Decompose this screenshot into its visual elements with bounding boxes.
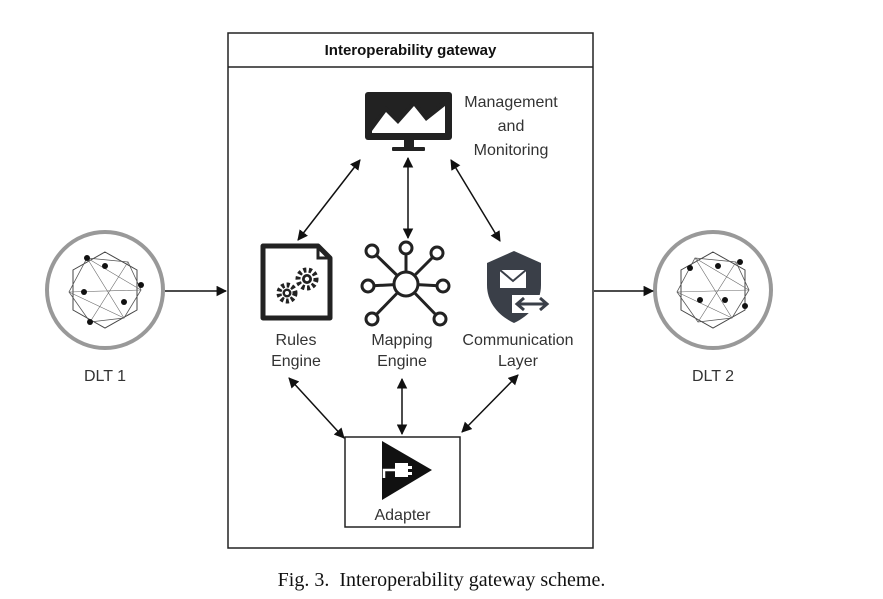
communication-shield-icon — [487, 251, 552, 323]
rules-engine-label: Rules Engine — [248, 330, 344, 372]
rules-engine-label-line-1: Rules — [275, 332, 317, 349]
rules-engine-icon — [260, 243, 333, 321]
mapping-engine-label-line-1: Mapping — [371, 332, 433, 349]
management-label-line-1: Management — [464, 94, 558, 111]
gateway-frame — [227, 32, 594, 549]
dlt1-network-icon — [45, 230, 165, 350]
management-label: Management and Monitoring — [452, 92, 570, 161]
dlt2-network-icon — [653, 230, 773, 350]
communication-layer-label-line-1: Communication — [462, 332, 574, 349]
dlt2-label: DLT 2 — [691, 368, 735, 385]
rules-adapter-arrow — [288, 377, 345, 439]
management-label-line-3: Monitoring — [473, 142, 549, 159]
mapping-engine-label: Mapping Engine — [352, 330, 452, 372]
mapping-engine-label-line-2: Engine — [377, 353, 427, 370]
management-label-line-2: and — [497, 118, 525, 135]
adapter-label: Adapter — [374, 507, 431, 524]
communication-management-arrow — [450, 159, 501, 242]
figure-caption: Fig. 3. Interoperability gateway scheme. — [277, 569, 606, 591]
monitor-icon — [365, 92, 452, 151]
gateway-title: Interoperability gateway — [324, 41, 497, 59]
communication-adapter-arrow — [461, 374, 519, 433]
communication-layer-label: Communication Layer — [452, 330, 584, 372]
mapping-engine-icon — [360, 240, 451, 327]
dlt1-label: DLT 1 — [83, 368, 127, 385]
rules-management-arrow — [297, 159, 361, 241]
adapter-plug-icon — [382, 441, 432, 500]
rules-engine-label-line-2: Engine — [271, 353, 321, 370]
communication-layer-label-line-2: Layer — [497, 353, 539, 370]
